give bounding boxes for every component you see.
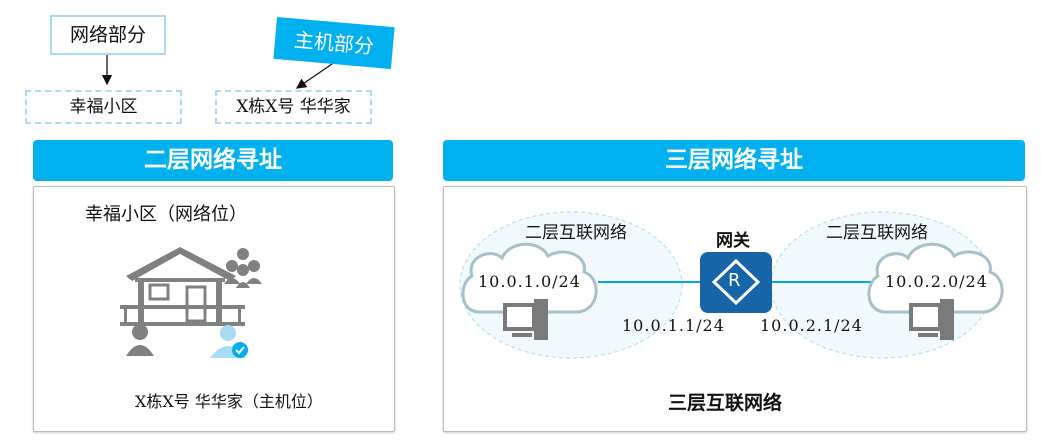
- network-example-box: 幸福小区: [25, 90, 182, 124]
- network-part-box: 网络部分: [50, 15, 166, 55]
- router-glyph: R: [728, 270, 741, 291]
- router-icon: [700, 252, 772, 313]
- layer2-header: 二层网络寻址: [33, 140, 393, 181]
- person-icon: [126, 324, 154, 356]
- right-subnet: 10.0.2.0/24: [885, 272, 988, 291]
- house-icon: [120, 247, 245, 326]
- gateway-label: 网关: [716, 231, 750, 251]
- right-interface-ip: 10.0.2.1/24: [760, 316, 863, 335]
- network-bits-label: 幸福小区（网络位）: [85, 204, 247, 225]
- layer3-header: 三层网络寻址: [443, 140, 1025, 181]
- left-network-label: 二层互联网络: [525, 223, 627, 243]
- host-arrow: [295, 63, 333, 89]
- cloud-icon: [867, 242, 1004, 314]
- computer-icon: [503, 299, 548, 340]
- left-subnet: 10.0.1.0/24: [478, 272, 581, 291]
- right-network-label: 二层互联网络: [826, 223, 928, 243]
- cloud-icon: [461, 242, 598, 314]
- host-person-check-icon: [210, 325, 248, 358]
- computer-icon: [909, 299, 954, 340]
- host-example-box: X栋X号 华华家: [215, 90, 372, 124]
- layer3-footer-label: 三层互联网络: [668, 392, 783, 414]
- people-group-icon: [224, 248, 262, 288]
- host-bits-label: X栋X号 华华家（主机位）: [135, 392, 323, 411]
- left-interface-ip: 10.0.1.1/24: [622, 316, 725, 335]
